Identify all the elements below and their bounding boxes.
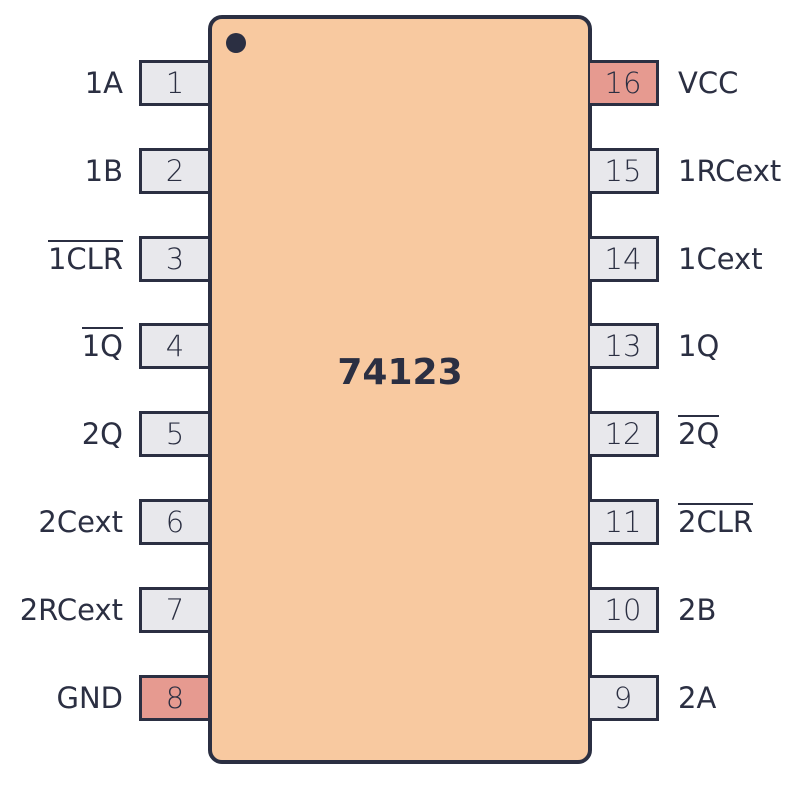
pin-label-text: 1A (84, 66, 123, 100)
pin-label-2: 1B (85, 151, 123, 191)
pin-label-text: 1B (84, 153, 123, 188)
pin-label-text: 1Q (678, 329, 720, 364)
pin-label-11: 2CLR (678, 502, 754, 542)
pin-label-16: VCC (678, 63, 738, 103)
pin-12: 12 (590, 411, 659, 458)
pin-label-text: 2Cext (38, 505, 123, 539)
chip-name: 74123 (337, 352, 463, 393)
pin-14: 14 (590, 235, 659, 282)
pin-9: 9 (590, 674, 659, 721)
pin-label-text: 1Q (81, 327, 123, 364)
pin-6: 6 (139, 499, 208, 545)
pin-label-text: GND (56, 680, 124, 715)
pin-label-7: 2RCext (20, 590, 123, 630)
pin-1: 1 (139, 60, 208, 106)
pin-label-4: 1Q (81, 326, 123, 366)
pin-label-3: 1CLR (47, 239, 123, 279)
chip-body (208, 15, 592, 764)
pin-label-12: 2Q (678, 414, 720, 454)
pin-label-14: 1Cext (678, 239, 763, 279)
pin-5: 5 (139, 411, 208, 458)
pin-label-text: VCC (678, 66, 739, 100)
pin-label-10: 2B (678, 590, 716, 630)
pin-label-text: 1CLR (47, 239, 123, 276)
pin-label-text: 2CLR (678, 503, 754, 539)
pin-7: 7 (139, 586, 208, 633)
pin-label-text: 1Cext (678, 241, 763, 276)
pin-label-text: 1RCext (678, 153, 782, 188)
pin-15: 15 (590, 147, 659, 194)
pin-label-text: 2A (678, 680, 717, 715)
pin-label-text: 2B (678, 592, 717, 627)
pin-label-text: 2Q (678, 415, 720, 452)
pin-label-5: 2Q (82, 414, 123, 454)
pin-label-text: 2RCext (19, 592, 123, 627)
pin-label-13: 1Q (678, 326, 719, 366)
pin-label-9: 2A (678, 678, 716, 718)
pin-label-6: 2Cext (38, 502, 123, 542)
pin-label-1: 1A (85, 63, 123, 103)
pin-label-8: GND (57, 678, 124, 718)
pin-10: 10 (590, 586, 659, 633)
pin-11: 11 (590, 499, 659, 545)
pin-2: 2 (139, 147, 208, 194)
pin-label-15: 1RCext (678, 151, 781, 191)
pin1-indicator-dot (226, 33, 246, 53)
pin-13: 13 (590, 323, 659, 370)
pin-16: 16 (590, 60, 659, 106)
pin-label-text: 2Q (81, 417, 123, 452)
pin-8: 8 (139, 674, 208, 721)
pin-4: 4 (139, 323, 208, 370)
pin-3: 3 (139, 235, 208, 282)
